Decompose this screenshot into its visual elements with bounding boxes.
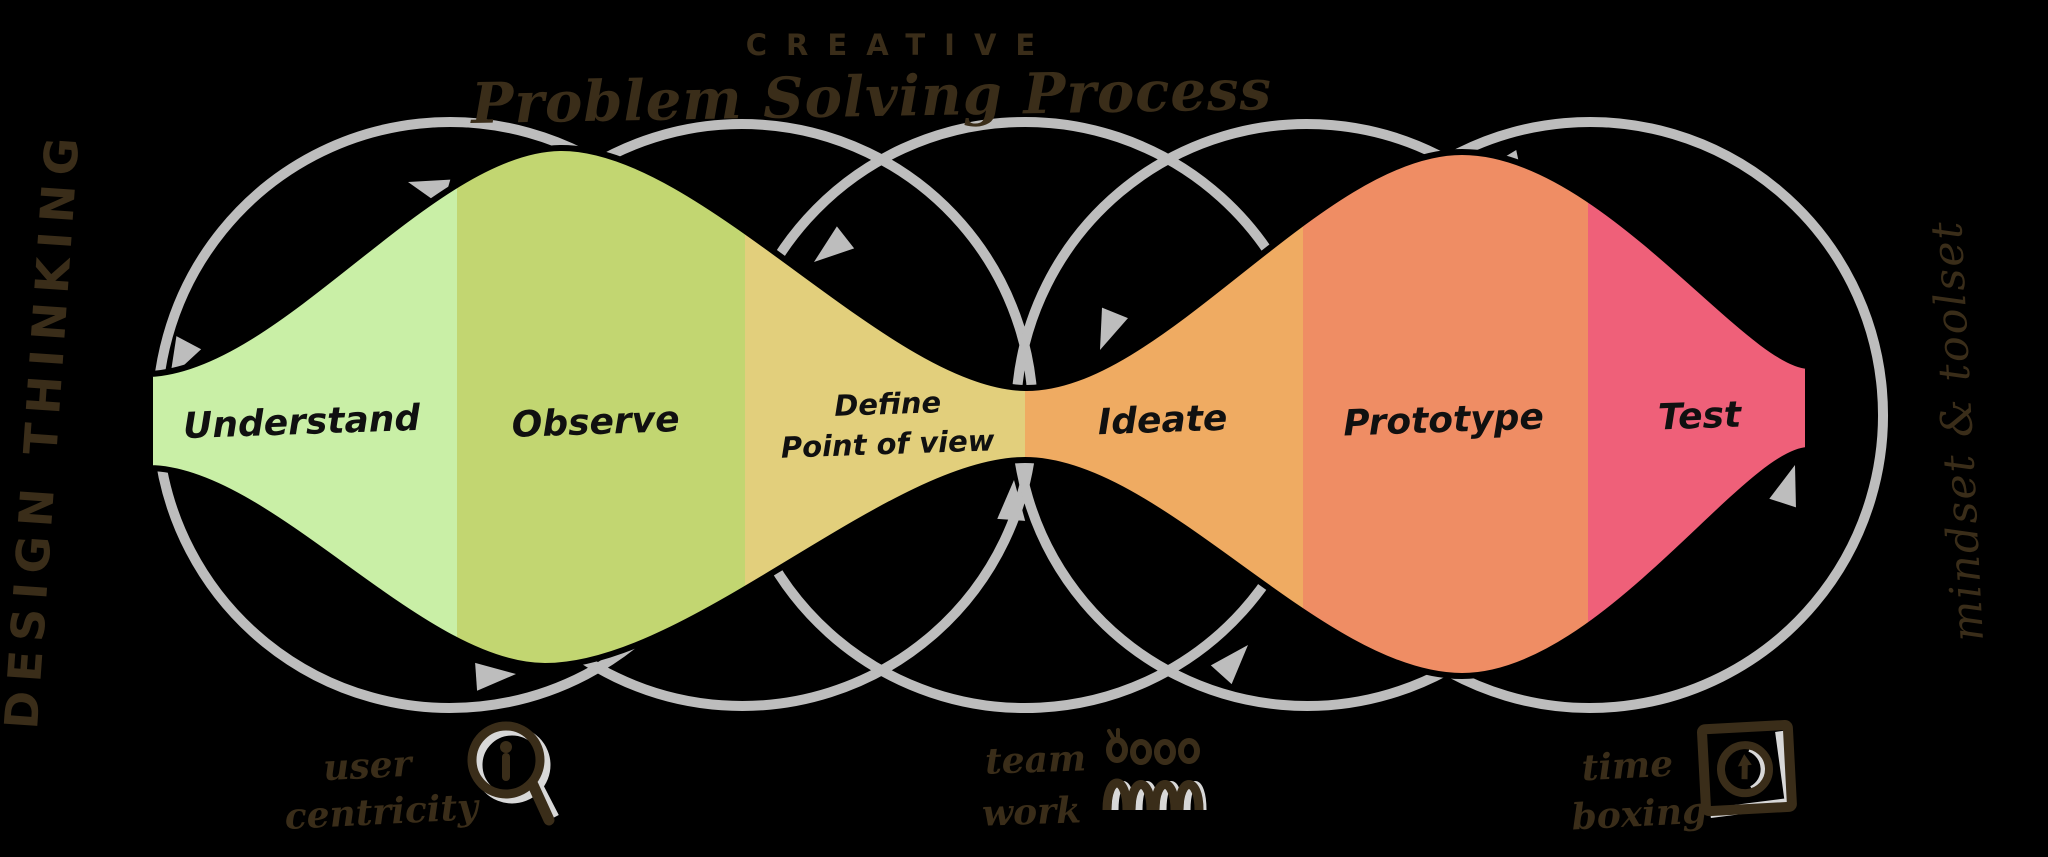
person-head [1154,739,1176,765]
principle-team-line2: work [981,789,1081,834]
stage-label-define: Define [834,385,942,423]
clock-arrow-shaft [1741,764,1748,780]
magnifier-handle [527,779,555,826]
loop-arrowhead-icon [1210,645,1248,685]
magnifier-user-icon [467,721,559,826]
stage-label-observe: Observe [511,399,680,446]
loop-arrowhead-icon [997,480,1026,521]
principle-team-line1: team [984,737,1086,782]
principle-time-line1: time [1581,743,1674,790]
principle-team-work: team work [981,728,1207,835]
principle-time-line2: boxing [1571,789,1709,838]
principle-time-boxing: time boxing [1571,720,1797,839]
box-frame [1697,720,1797,817]
loop-arrowhead-icon [814,226,855,262]
clock-ring [1717,741,1774,798]
loop-arrowhead-icon [475,662,516,691]
stage-label-ideate: Ideate [1097,398,1228,443]
stage-label-understand: Understand [182,398,422,447]
person-head [500,741,512,753]
principle-user-centricity: user centricity [284,721,559,838]
timebox-icon [1697,720,1797,818]
person-body [1102,778,1204,811]
person-head [1130,739,1152,765]
funnel-outline [147,144,1811,679]
principle-user-line2: centricity [284,786,481,838]
stage-segment [1303,147,1588,677]
title-kicker: CREATIVE [746,28,1054,62]
loop-arrowhead-icon [1100,307,1128,350]
stage-segment [457,147,745,677]
person-head [1178,738,1200,764]
stage-label-test: Test [1657,395,1743,439]
stage-label-prototype: Prototype [1343,397,1545,445]
principle-user-line1: user [322,743,415,790]
clock-arrow-head [1737,754,1752,767]
side-label-design-thinking: DESIGN THINKING [0,127,90,731]
magnifier-ring [467,721,545,799]
person-head [1106,737,1128,763]
loop-arrowhead-icon [1769,465,1796,508]
team-icon [1102,728,1207,811]
stage-label-point-of-view: Point of view [780,423,995,464]
side-label-mindset-toolset: mindset & toolset [1922,219,1994,643]
hair-tuft [1107,728,1120,740]
page-title: Problem Solving Process [469,57,1273,137]
